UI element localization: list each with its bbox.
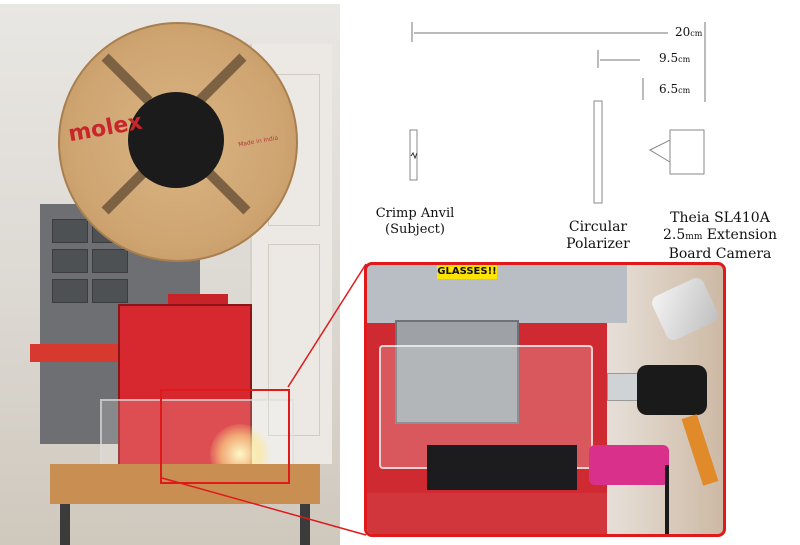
zoomed-inset: GLASSES!!	[364, 262, 726, 537]
measurement-9-5cm: 9.5cm	[659, 51, 690, 65]
measurement-6-5cm: 6.5cm	[659, 82, 690, 96]
measurement-value: 6.5	[659, 82, 679, 96]
inset-ram-plate	[395, 320, 519, 424]
table-leg	[300, 504, 310, 545]
storage-bin	[52, 249, 88, 273]
inset-press-top	[367, 265, 627, 323]
glasses-warning-label: GLASSES!!	[437, 265, 497, 279]
camera-body-shape	[669, 129, 705, 175]
measurement-unit: cm	[690, 29, 703, 38]
label-line: Circular	[568, 219, 628, 235]
measurement-unit: cm	[678, 86, 691, 95]
measurement-20cm: 20cm	[675, 25, 702, 39]
label-text: Extension	[702, 227, 777, 243]
label-line: Crimp Anvil	[375, 206, 455, 221]
label-line: Polarizer	[566, 236, 630, 252]
label-line: 2.5mm Extension	[650, 227, 790, 246]
label-line: Board Camera	[668, 246, 772, 262]
reel-hub	[128, 92, 224, 188]
storage-bin	[92, 249, 128, 273]
camera-label: Theia SL410A 2.5mm Extension Board Camer…	[650, 210, 790, 263]
inset-press-base	[367, 493, 607, 534]
table-leg	[60, 504, 70, 545]
label-line: (Subject)	[385, 222, 445, 237]
label-unit: mm	[685, 232, 703, 242]
inset-anvil-base	[427, 445, 577, 490]
camera-lens	[637, 365, 707, 415]
label-value: 2.5	[663, 227, 686, 243]
measurement-unit: cm	[678, 55, 691, 64]
storage-bin	[52, 219, 88, 243]
polarizer-shape	[593, 100, 603, 204]
anvil-shape	[409, 129, 418, 181]
camera-lens-shape	[648, 139, 671, 163]
measurement-value: 9.5	[659, 51, 679, 65]
red-strap	[30, 344, 130, 362]
measurement-value: 20	[675, 25, 691, 39]
anvil-marker	[410, 151, 418, 160]
label-line: Theia SL410A	[670, 210, 770, 226]
pink-board-case	[589, 445, 669, 485]
ribbon-cable	[681, 414, 719, 486]
storage-bin	[52, 279, 88, 303]
setup-photo: molex Made in India	[0, 4, 340, 545]
black-cable	[665, 465, 669, 534]
led-lamp	[649, 275, 721, 343]
storage-bin	[92, 279, 128, 303]
circular-polarizer-label: Circular Polarizer	[543, 219, 653, 253]
zoom-region-box	[160, 389, 290, 484]
crimp-anvil-label: Crimp Anvil (Subject)	[365, 206, 465, 238]
